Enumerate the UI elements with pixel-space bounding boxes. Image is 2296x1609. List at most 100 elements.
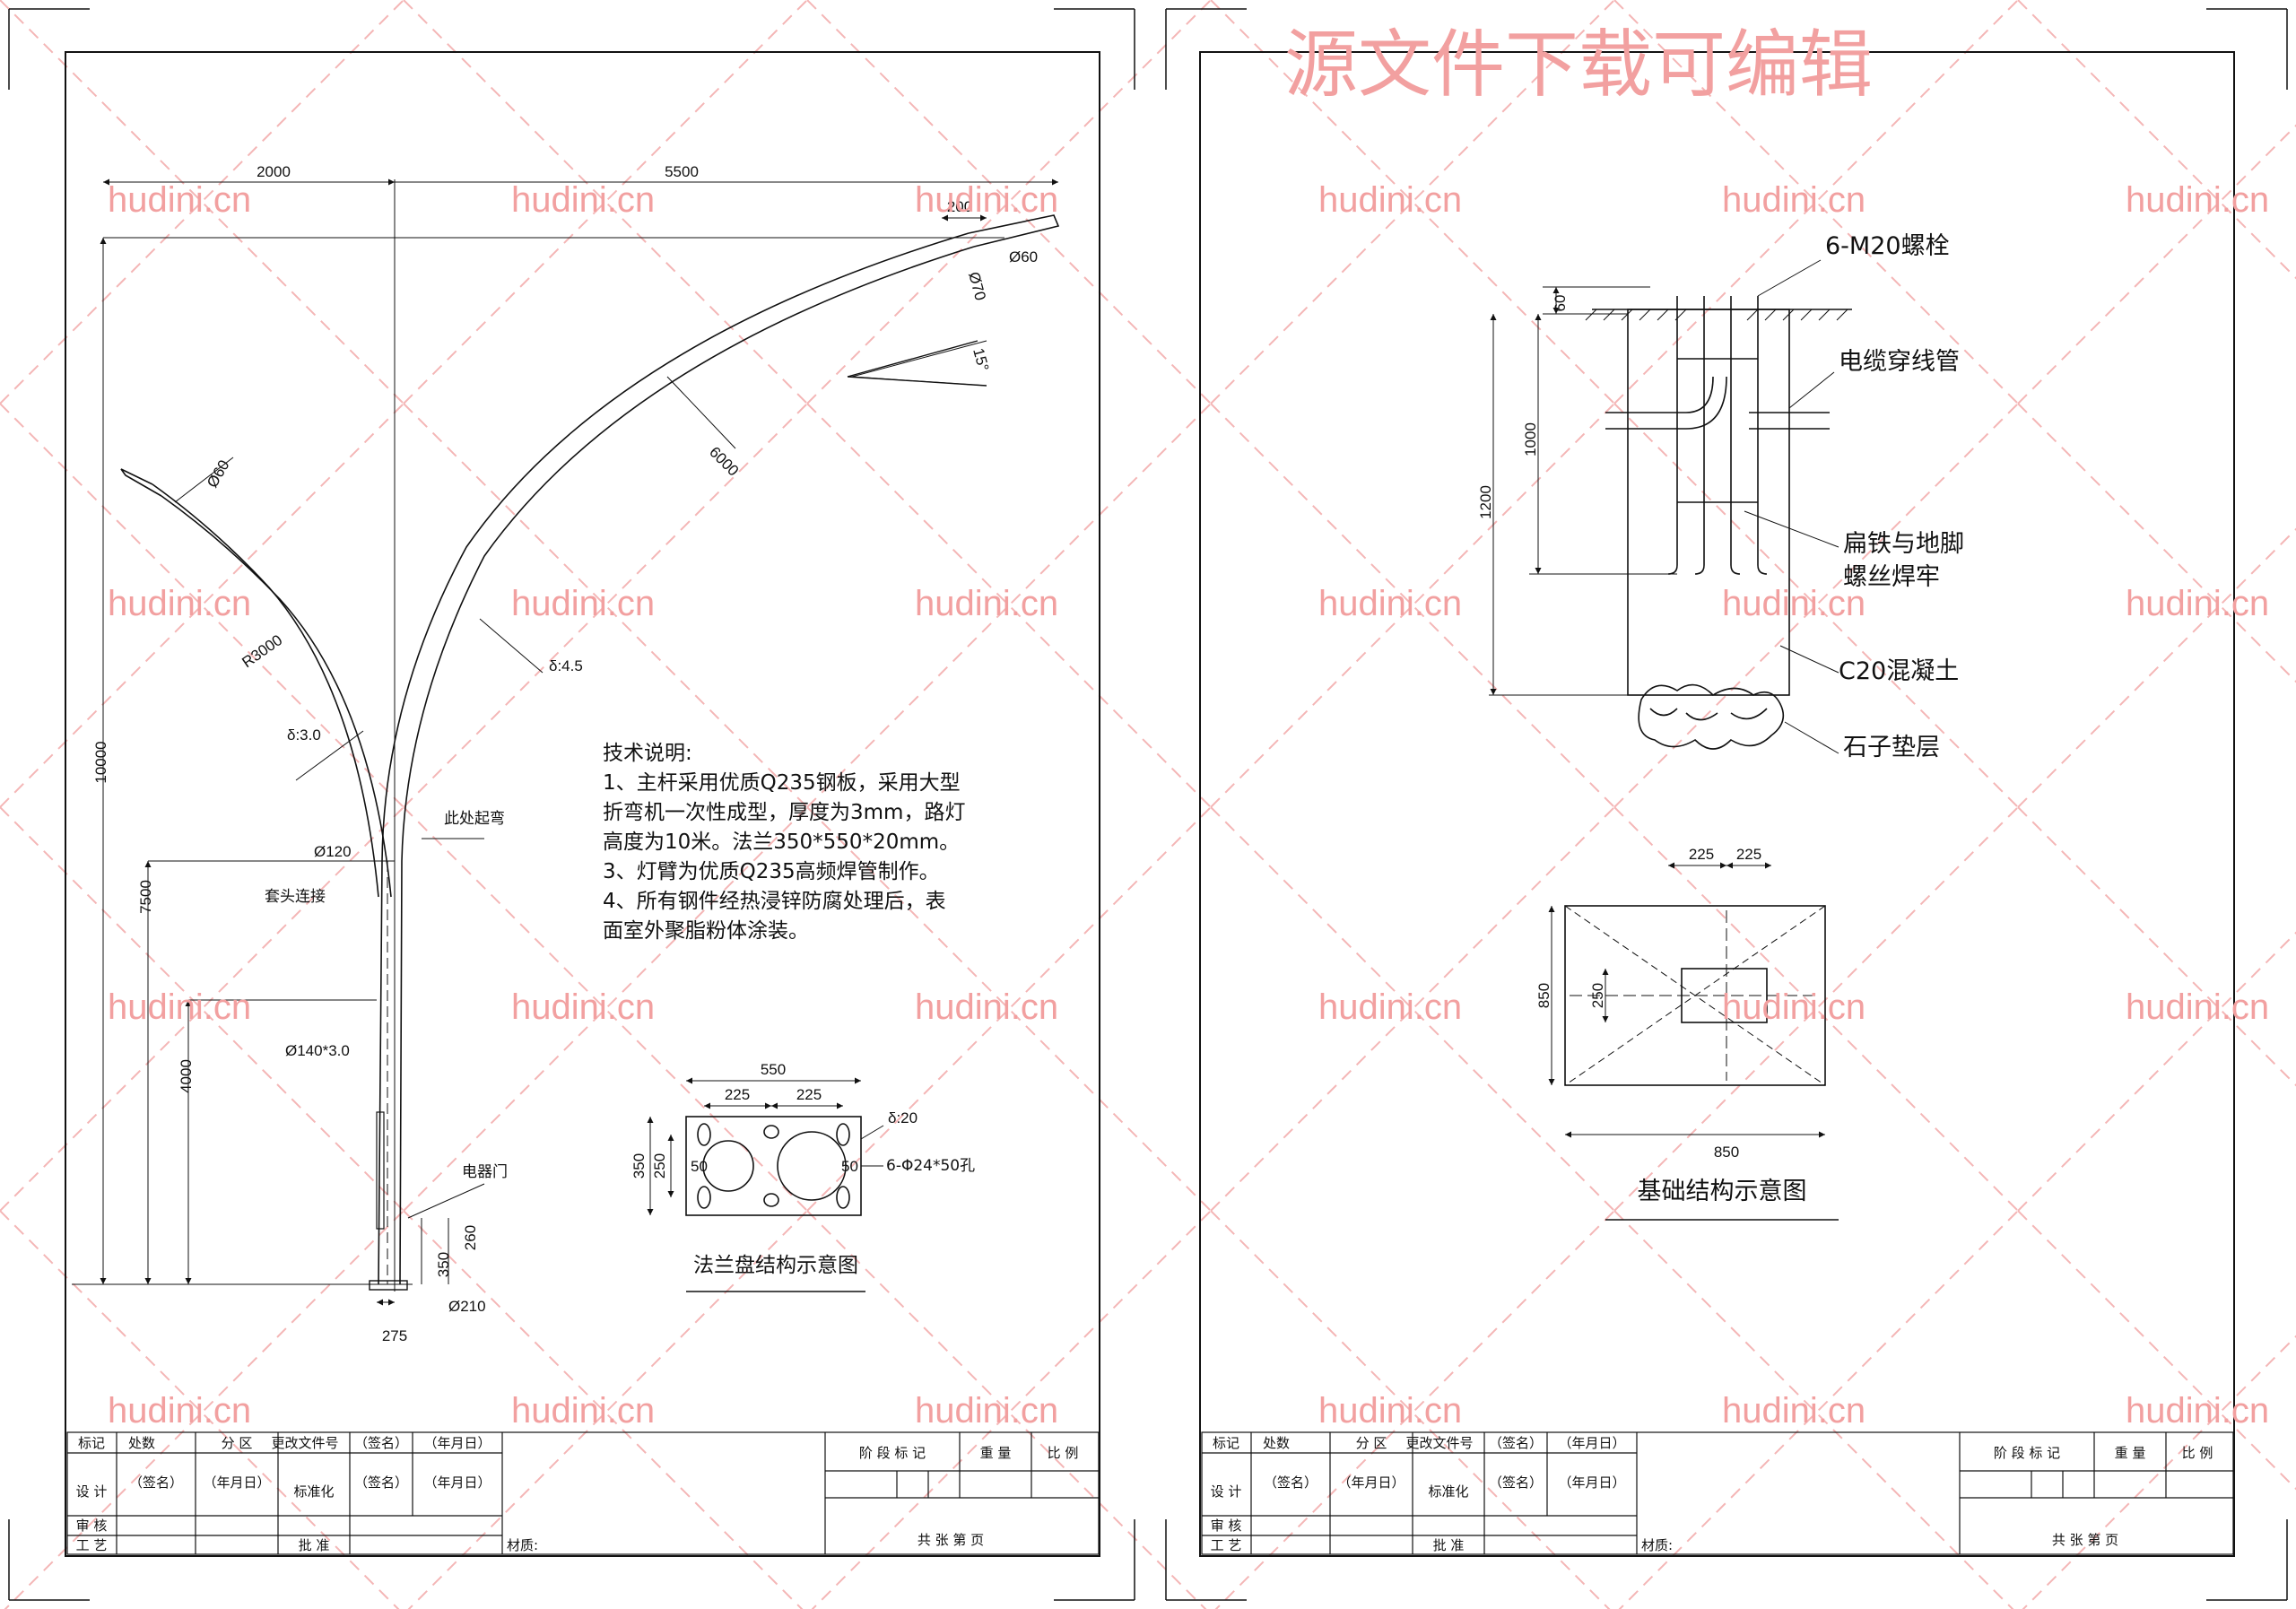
right-sheet-frame [1199, 51, 2235, 1557]
tb-r2-0: 设 计 [76, 1483, 108, 1500]
tb2-r2-3: 标准化 [1428, 1483, 1468, 1500]
tb2-r1-1: 处数 [1263, 1435, 1290, 1451]
tb2-weight: 重 量 [2115, 1445, 2146, 1461]
watermark-1: hudini.cn [108, 180, 251, 220]
notes-line-3: 高度为10米。法兰350*550*20mm。 [603, 831, 960, 854]
dim-225a: 225 [1689, 846, 1714, 863]
watermark-20: hudini.cn [511, 1391, 655, 1431]
watermark-24: hudini.cn [2126, 1391, 2269, 1431]
notes-line-5: 4、所有钢件经热浸锌防腐处理后，表 [603, 890, 946, 913]
dim-5500: 5500 [665, 163, 699, 180]
tb-scale: 比 例 [1048, 1445, 1079, 1461]
dim-60: 60 [1552, 295, 1569, 312]
left-sheet-frame [65, 51, 1100, 1557]
label-gravel: 石子垫层 [1843, 734, 1940, 761]
watermark-12: hudini.cn [2126, 584, 2269, 623]
watermarks: 源文件下载可编辑 hudini.cn hudini.cn hudini.cn h… [108, 22, 2269, 1431]
pole-elevation [120, 179, 1060, 1292]
banner-text: 源文件下载可编辑 [1284, 22, 1873, 108]
flange-c1: 50 [691, 1158, 708, 1175]
flange-w: 550 [761, 1061, 786, 1078]
label-steel-1: 扁铁与地脚 [1843, 530, 1964, 558]
dim-d30: δ:3.0 [287, 726, 321, 744]
title-block-right-text: 标记 处数 分 区 更改文件号 （签名） （年月日） 设 计 （签名） （年月日… [1211, 1435, 2213, 1553]
tb2-r2-5: （年月日） [1558, 1474, 1625, 1491]
dim-small-d60: Ø60 [204, 457, 233, 491]
angle-mark [847, 340, 987, 387]
tb-r2-3: 标准化 [293, 1483, 334, 1500]
tb-stage: 阶 段 标 记 [859, 1445, 926, 1461]
watermark-8: hudini.cn [511, 584, 655, 623]
flange-s2: 225 [796, 1086, 822, 1103]
flange-c2: 50 [841, 1158, 858, 1175]
flange-s1: 225 [725, 1086, 750, 1103]
dim-r3000: R3000 [239, 631, 285, 671]
dim-tip-d60: Ø60 [1009, 248, 1038, 265]
tb2-r2-1: （签名） [1264, 1474, 1318, 1491]
tb-r1-2: 分 区 [222, 1435, 253, 1451]
tb2-r1-3: 更改文件号 [1405, 1435, 1473, 1451]
tb2-scale: 比 例 [2182, 1445, 2213, 1461]
tb-r2-1: （签名） [129, 1474, 183, 1491]
tb2-r4-1: 批 准 [1433, 1537, 1465, 1553]
dim-850h: 850 [1714, 1144, 1739, 1161]
tb-r1-5: （年月日） [423, 1435, 491, 1451]
tb2-r1-5: （年月日） [1558, 1435, 1625, 1451]
tb2-r2-0: 设 计 [1211, 1483, 1242, 1500]
dim-2000: 2000 [257, 163, 291, 180]
dim-1000: 1000 [1522, 422, 1539, 457]
watermark-22: hudini.cn [1318, 1391, 1462, 1431]
dim-tip-200: 200 [947, 198, 972, 215]
tb-r4-0: 工 艺 [76, 1537, 108, 1553]
flange-holes: 6-Φ24*50孔 [886, 1157, 975, 1175]
tb2-r1-4: （签名） [1489, 1435, 1543, 1451]
tb-r3-0: 审 核 [76, 1518, 108, 1534]
flange-text: 550 225 225 350 250 50 50 δ:20 6-Φ24*50孔… [631, 1061, 975, 1277]
watermark-2: hudini.cn [511, 180, 655, 220]
tb-r2-5: （年月日） [423, 1474, 491, 1491]
foundation-section [1564, 296, 1852, 1086]
watermark-18: hudini.cn [2126, 987, 2269, 1027]
dim-260: 260 [462, 1225, 479, 1250]
tb2-r1-0: 标记 [1213, 1435, 1239, 1451]
label-door: 电器门 [462, 1163, 508, 1181]
watermark-17: hudini.cn [1722, 987, 1866, 1027]
label-steel-2: 螺丝焊牢 [1843, 563, 1940, 591]
dim-d140: Ø140*3.0 [285, 1042, 350, 1059]
dim-350: 350 [435, 1252, 452, 1277]
dim-225b: 225 [1736, 846, 1761, 863]
dim-250: 250 [1589, 983, 1606, 1008]
notes-line-2: 折弯机一次性成型，厚度为3mm，路灯 [603, 801, 965, 824]
label-cable: 电缆穿线管 [1839, 348, 1960, 376]
tb-material: 材质: [507, 1537, 538, 1553]
dim-275: 275 [382, 1327, 407, 1344]
tb-r1-1: 处数 [128, 1435, 155, 1451]
flange-thk: δ:20 [888, 1109, 918, 1126]
tb2-r4-0: 工 艺 [1211, 1537, 1242, 1553]
tb2-r1-2: 分 区 [1356, 1435, 1387, 1451]
tb2-r2-2: （年月日） [1337, 1474, 1405, 1491]
flange-h2: 250 [651, 1153, 668, 1178]
foundation-text: 60 1000 1200 225 225 850 250 850 6-M20螺栓… [1477, 232, 1964, 1205]
label-bend: 此处起弯 [444, 810, 505, 828]
dim-angle: 15° [970, 346, 992, 373]
tb2-pages: 共 张 第 页 [2052, 1532, 2118, 1548]
flange-title: 法兰盘结构示意图 [693, 1254, 858, 1277]
tb2-stage: 阶 段 标 记 [1994, 1445, 2060, 1461]
dim-10000: 10000 [92, 741, 109, 783]
dim-d120: Ø120 [314, 843, 352, 860]
flange-h: 350 [631, 1153, 648, 1178]
watermark-21: hudini.cn [915, 1391, 1058, 1431]
dim-arm-d70: Ø70 [965, 270, 989, 302]
watermark-15: hudini.cn [915, 987, 1058, 1027]
watermark-16: hudini.cn [1318, 987, 1462, 1027]
watermark-13: hudini.cn [108, 987, 251, 1027]
dim-4000: 4000 [178, 1059, 195, 1093]
sheet-borders [8, 8, 2288, 1601]
title-block-left [66, 1431, 1100, 1555]
watermark-14: hudini.cn [511, 987, 655, 1027]
foundation-title: 基础结构示意图 [1638, 1178, 1807, 1205]
tb-weight: 重 量 [980, 1445, 1012, 1461]
dim-r6000: 6000 [706, 443, 742, 479]
tb-r2-4: （签名） [354, 1474, 408, 1491]
